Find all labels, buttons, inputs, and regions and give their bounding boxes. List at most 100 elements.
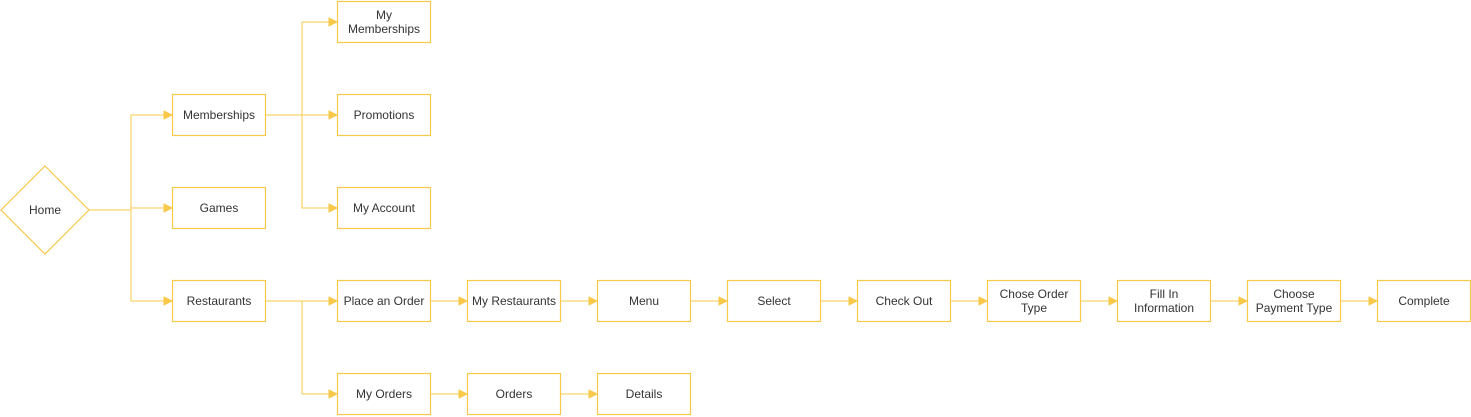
node-label: Promotions bbox=[354, 108, 415, 122]
node-label: Check Out bbox=[876, 294, 933, 308]
node-complete: Complete bbox=[1376, 279, 1471, 323]
node-shape-box bbox=[336, 372, 432, 416]
node-shape-box bbox=[726, 279, 822, 323]
arrowhead bbox=[1108, 296, 1119, 306]
arrowhead bbox=[978, 296, 989, 306]
node-shape-box bbox=[596, 279, 692, 323]
edge-choose_payment_type-to-complete bbox=[1341, 296, 1379, 306]
arrowhead bbox=[328, 110, 339, 120]
node-shape-box bbox=[1246, 279, 1342, 323]
node-label-line: Choose bbox=[1273, 287, 1315, 301]
edge-memberships-to-my_account bbox=[266, 114, 339, 213]
node-label: Home bbox=[29, 203, 61, 217]
arrowhead bbox=[458, 389, 469, 399]
arrowhead bbox=[1368, 296, 1379, 306]
arrowhead bbox=[588, 389, 599, 399]
node-shape-box bbox=[596, 372, 692, 416]
node-label: My Account bbox=[353, 201, 416, 215]
edge-home-to-restaurants bbox=[89, 209, 174, 306]
connector-line bbox=[266, 114, 329, 209]
edge-memberships-to-my_memberships bbox=[266, 17, 339, 116]
node-menu: Menu bbox=[596, 279, 692, 323]
node-label: Place an Order bbox=[344, 294, 425, 308]
arrowhead bbox=[588, 296, 599, 306]
node-label-line: My bbox=[376, 8, 392, 22]
arrowhead bbox=[718, 296, 729, 306]
node-shape-box bbox=[986, 279, 1082, 323]
node-shape-box bbox=[336, 0, 432, 44]
connector-line bbox=[266, 21, 329, 116]
arrowhead bbox=[163, 296, 174, 306]
node-shape-box bbox=[1376, 279, 1471, 323]
node-games: Games bbox=[171, 186, 267, 230]
node-shape-box bbox=[856, 279, 952, 323]
node-home: Home bbox=[0, 165, 90, 255]
connector-line bbox=[266, 300, 329, 395]
node-shape-box bbox=[466, 279, 562, 323]
arrowhead bbox=[163, 110, 174, 120]
node-label: My Restaurants bbox=[472, 294, 556, 308]
node-shape-box bbox=[171, 93, 267, 137]
node-shape-diamond bbox=[0, 165, 90, 255]
node-label-line: Chose Order bbox=[1000, 287, 1069, 301]
edge-select-to-check_out bbox=[821, 296, 859, 306]
node-label: Memberships bbox=[183, 108, 255, 122]
node-shape-box bbox=[336, 279, 432, 323]
node-label-line: Memberships bbox=[348, 22, 420, 36]
node-memberships: Memberships bbox=[171, 93, 267, 137]
node-label: My Orders bbox=[356, 387, 412, 401]
edge-my_restaurants-to-menu bbox=[561, 296, 599, 306]
arrowhead bbox=[848, 296, 859, 306]
node-place-order: Place an Order bbox=[336, 279, 432, 323]
arrowhead bbox=[328, 17, 339, 27]
node-promotions: Promotions bbox=[336, 93, 432, 137]
arrowhead bbox=[328, 203, 339, 213]
node-shape-box bbox=[1116, 279, 1212, 323]
node-select: Select bbox=[726, 279, 822, 323]
node-shape-box bbox=[336, 186, 432, 230]
node-shape-box bbox=[466, 372, 562, 416]
node-shape-box bbox=[171, 186, 267, 230]
node-label: Select bbox=[757, 294, 791, 308]
node-my-restaurants: My Restaurants bbox=[466, 279, 562, 323]
arrowhead bbox=[458, 296, 469, 306]
connector-line bbox=[89, 114, 164, 211]
node-check-out: Check Out bbox=[856, 279, 952, 323]
edge-restaurants-to-my_orders bbox=[266, 300, 339, 399]
node-details: Details bbox=[596, 372, 692, 416]
arrowhead bbox=[163, 203, 174, 213]
node-my-orders: My Orders bbox=[336, 372, 432, 416]
edge-check_out-to-chose_order_type bbox=[951, 296, 989, 306]
node-label: Menu bbox=[629, 294, 659, 308]
edge-home-to-memberships bbox=[89, 110, 174, 211]
node-label: Orders bbox=[496, 387, 533, 401]
node-restaurants: Restaurants bbox=[171, 279, 267, 323]
node-my-account: My Account bbox=[336, 186, 432, 230]
arrowhead bbox=[328, 296, 339, 306]
node-label-line: Fill In bbox=[1150, 287, 1179, 301]
node-shape-box bbox=[171, 279, 267, 323]
node-label: Details bbox=[626, 387, 663, 401]
arrowhead bbox=[328, 389, 339, 399]
node-shape-box bbox=[336, 93, 432, 137]
node-label-line: Payment Type bbox=[1256, 301, 1333, 315]
edge-fill_in_information-to-choose_payment_type bbox=[1211, 296, 1249, 306]
edge-menu-to-select bbox=[691, 296, 729, 306]
node-label: Complete bbox=[1398, 294, 1450, 308]
edge-my_orders-to-orders bbox=[431, 389, 469, 399]
connector-line bbox=[89, 209, 164, 302]
edge-chose_order_type-to-fill_in_information bbox=[1081, 296, 1119, 306]
arrowhead bbox=[1238, 296, 1249, 306]
node-label: Restaurants bbox=[187, 294, 252, 308]
node-label-line: Information bbox=[1134, 301, 1194, 315]
